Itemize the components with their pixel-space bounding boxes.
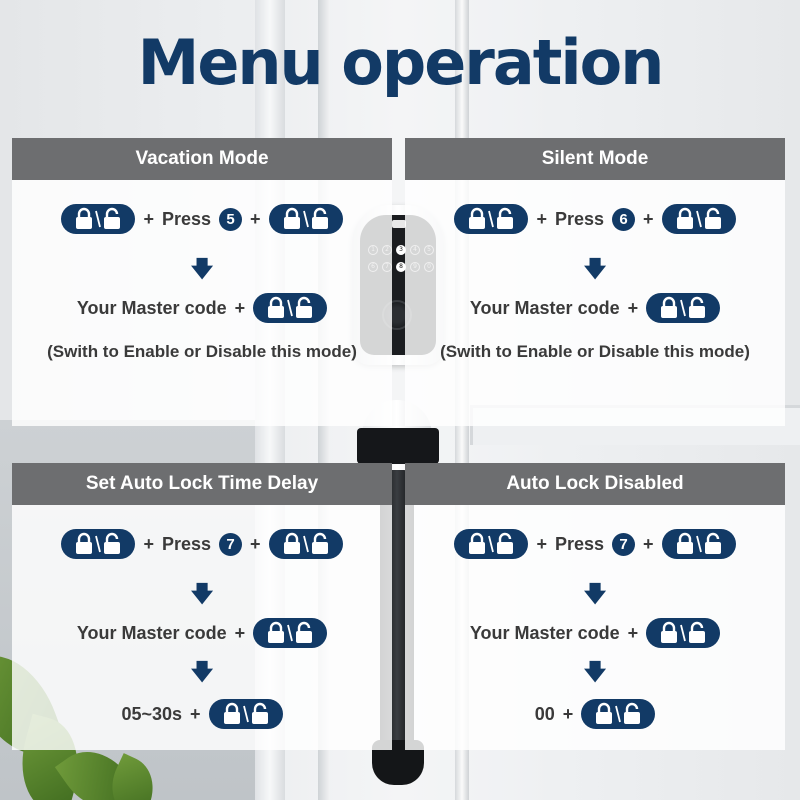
plus-sign: +: [643, 533, 654, 554]
lock-unlock-icon: [646, 618, 721, 648]
mode-note: (Swith to Enable or Disable this mode): [440, 342, 750, 361]
mode-note: (Swith to Enable or Disable this mode): [47, 342, 357, 361]
press-label: Press: [554, 533, 605, 554]
arrow-down-icon: 🡇: [583, 581, 607, 606]
arrow-down-icon: 🡇: [583, 659, 607, 684]
card-silent-mode: Silent Mode + Press 6 + 🡇 Your Master co…: [405, 138, 785, 426]
arrow-down-icon: 🡇: [190, 581, 214, 606]
plus-sign: +: [250, 208, 261, 229]
key-badge: 5: [219, 207, 243, 231]
plus-sign: +: [234, 622, 246, 643]
step-master-row: Your Master code +: [12, 293, 392, 323]
card-auto-lock-delay: Set Auto Lock Time Delay + Press 7 + 🡇 Y…: [12, 463, 392, 750]
page-title: Menu operation: [137, 26, 665, 99]
lock-unlock-icon: [61, 204, 136, 234]
step-master-row: Your Master code +: [405, 293, 785, 323]
card-vacation-mode: Vacation Mode + Press 5 + 🡇 Your Master …: [12, 138, 392, 426]
lock-unlock-icon: [268, 204, 343, 234]
master-code-label: Your Master code: [76, 297, 227, 318]
plus-sign: +: [143, 208, 154, 229]
card-header: Vacation Mode: [12, 138, 392, 180]
key-badge: 6: [612, 207, 636, 231]
step-press-row: + Press 6 +: [405, 204, 785, 234]
time-value: 05~30s: [121, 703, 183, 724]
key-badge: 7: [219, 532, 243, 556]
card-header: Silent Mode: [405, 138, 785, 180]
master-code-label: Your Master code: [469, 297, 620, 318]
arrow-down-icon: 🡇: [190, 659, 214, 684]
step-value-row: 05~30s +: [12, 699, 392, 729]
lock-unlock-icon: [454, 204, 529, 234]
lock-unlock-icon: [661, 529, 736, 559]
lock-unlock-icon: [61, 529, 136, 559]
key-badge: 7: [612, 532, 636, 556]
master-code-label: Your Master code: [469, 622, 620, 643]
lock-unlock-icon: [268, 529, 343, 559]
step-press-row: + Press 7 +: [12, 529, 392, 559]
step-master-row: Your Master code +: [405, 618, 785, 648]
plus-sign: +: [250, 533, 261, 554]
arrow-down-icon: 🡇: [190, 256, 214, 281]
lock-unlock-icon: [253, 618, 328, 648]
arrow-down-icon: 🡇: [583, 256, 607, 281]
card-header: Auto Lock Disabled: [405, 463, 785, 505]
press-label: Press: [161, 208, 212, 229]
step-value-row: 00 +: [405, 699, 785, 729]
plus-sign: +: [536, 533, 547, 554]
plus-sign: +: [627, 622, 639, 643]
lock-unlock-icon: [646, 293, 721, 323]
lock-unlock-icon: [454, 529, 529, 559]
press-label: Press: [161, 533, 212, 554]
card-auto-lock-disabled: Auto Lock Disabled + Press 7 + 🡇 Your Ma…: [405, 463, 785, 750]
master-code-label: Your Master code: [76, 622, 227, 643]
lock-unlock-icon: [661, 204, 736, 234]
lock-unlock-icon: [581, 699, 656, 729]
lock-unlock-icon: [253, 293, 328, 323]
press-label: Press: [554, 208, 605, 229]
plus-sign: +: [190, 703, 201, 724]
plus-sign: +: [536, 208, 547, 229]
plus-sign: +: [562, 703, 574, 724]
time-value: 00: [534, 703, 555, 724]
step-master-row: Your Master code +: [12, 618, 392, 648]
plus-sign: +: [234, 297, 246, 318]
step-press-row: + Press 7 +: [405, 529, 785, 559]
plus-sign: +: [143, 533, 154, 554]
step-press-row: + Press 5 +: [12, 204, 392, 234]
lock-unlock-icon: [208, 699, 283, 729]
plus-sign: +: [643, 208, 654, 229]
plus-sign: +: [627, 297, 639, 318]
card-header: Set Auto Lock Time Delay: [12, 463, 392, 505]
